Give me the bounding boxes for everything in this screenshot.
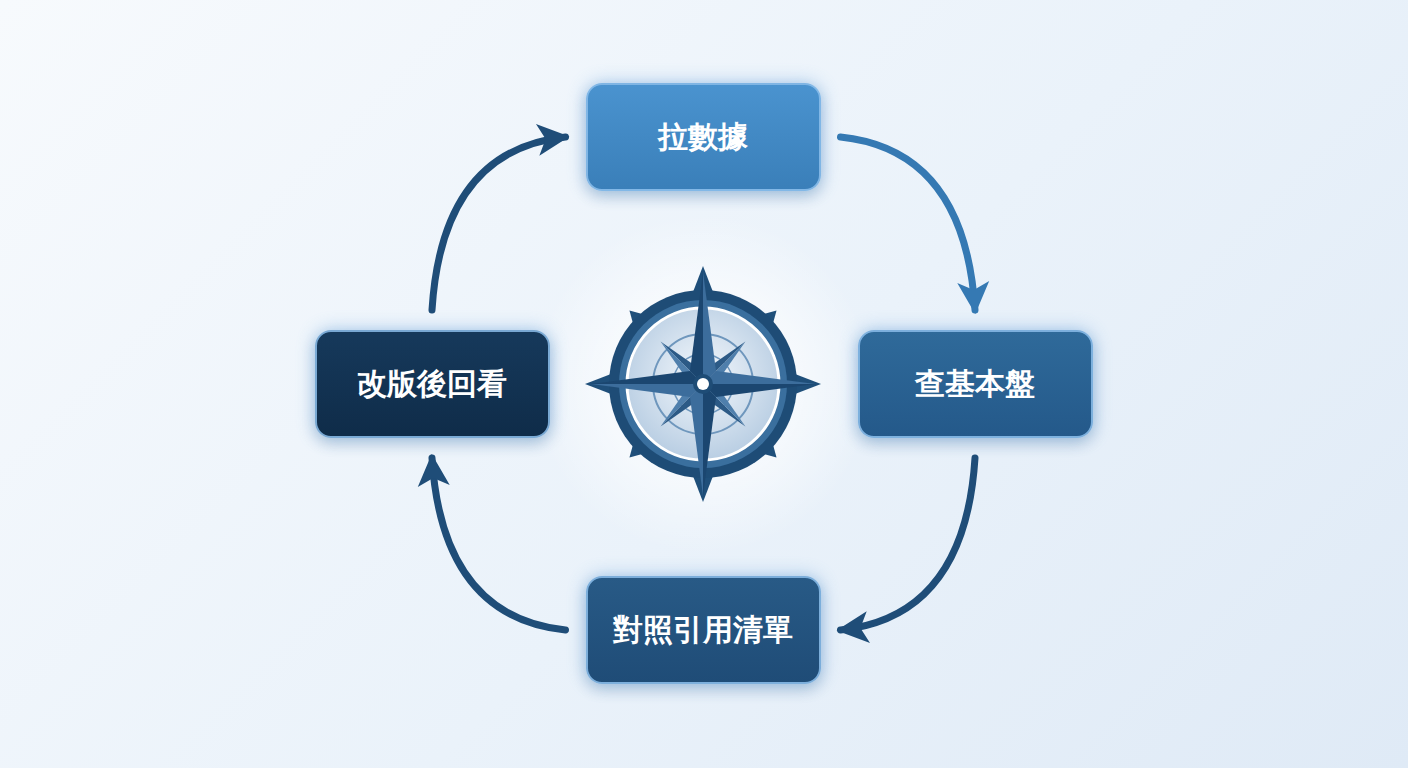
box-label: 查基本盤 xyxy=(915,366,1035,402)
process-box: 改版後回看 xyxy=(315,330,550,438)
curved-arrow xyxy=(841,137,976,310)
curved-arrow xyxy=(841,458,976,630)
process-box: 查基本盤 xyxy=(858,330,1093,438)
box-label: 改版後回看 xyxy=(357,366,507,402)
process-box: 拉數據 xyxy=(586,83,821,191)
box-label: 拉數據 xyxy=(658,119,748,155)
box-label: 對照引用清單 xyxy=(613,612,793,648)
curved-arrow xyxy=(432,458,566,630)
process-box: 對照引用清單 xyxy=(586,576,821,684)
curved-arrow xyxy=(432,137,566,310)
